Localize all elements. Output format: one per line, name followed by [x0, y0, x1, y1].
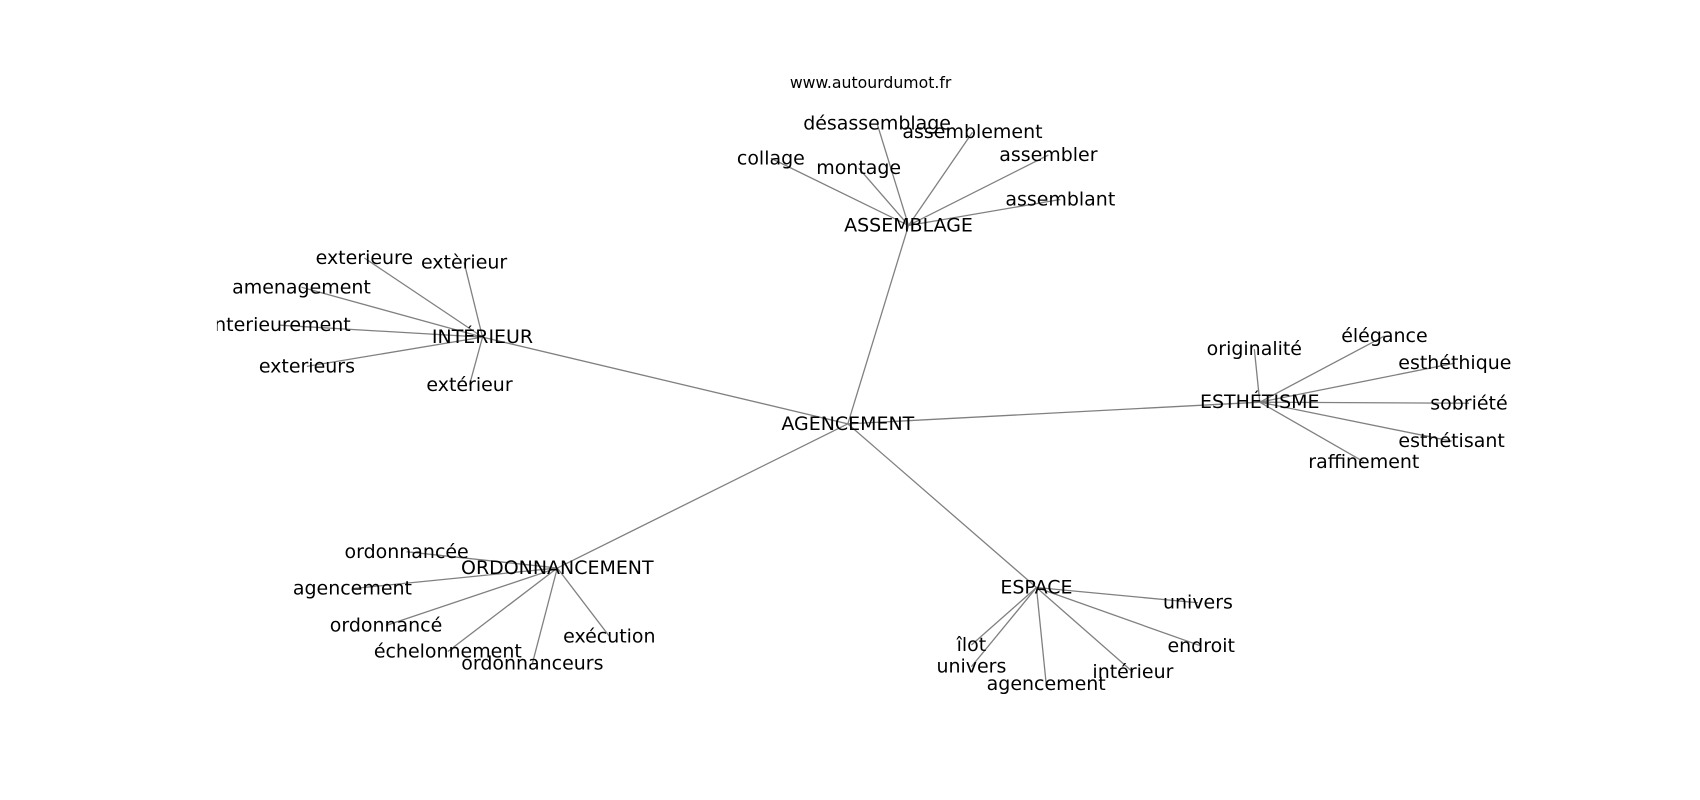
leaf-node-label: univers	[1163, 592, 1233, 614]
leaf-node-label: ordonnancé	[330, 614, 443, 636]
cluster-node-label: ESPACE	[1000, 577, 1072, 599]
edge-esthetisme-leaf	[1259, 335, 1385, 403]
leaf-node-label: extèrieur	[421, 251, 507, 273]
edge-espace-leaf	[1036, 587, 1134, 673]
leaf-node-label: désassemblage	[803, 113, 951, 135]
leaf-node-label: agencement	[987, 673, 1106, 695]
root-node-label: AGENCEMENT	[781, 413, 914, 435]
cluster-node-label: ASSEMBLAGE	[844, 214, 973, 236]
edge-esthetisme-leaf	[1259, 401, 1365, 463]
edge-root-interieur	[482, 336, 848, 425]
edge-root-ordonnancement	[557, 423, 849, 569]
cluster-node-label: ORDONNANCEMENT	[461, 557, 654, 579]
edge-interieur-leaf	[279, 324, 483, 338]
edge-interieur-leaf	[468, 336, 484, 385]
leaf-node-label: originalité	[1207, 338, 1302, 360]
leaf-node-label: interieurement	[209, 314, 351, 336]
edge-ordonnancement-leaf	[447, 567, 558, 653]
leaf-node-label: élégance	[1341, 325, 1427, 347]
edge-esthetisme-leaf	[1253, 348, 1261, 403]
edge-interieur-leaf	[301, 286, 483, 338]
edge-ordonnancement-leaf	[385, 567, 558, 627]
leaf-node-label: assemblement	[902, 121, 1042, 143]
edge-root-assemblage	[847, 225, 910, 425]
edge-espace-leaf	[1036, 586, 1202, 647]
edge-assemblage-leaf	[908, 131, 974, 226]
cluster-node-label: ESTHÉTISME	[1200, 390, 1319, 413]
edge-espace-leaf	[970, 587, 1037, 668]
edge-esthetisme-leaf	[1259, 401, 1469, 404]
leaf-node-label: raffinement	[1308, 451, 1419, 473]
edge-interieur-leaf	[364, 257, 483, 338]
edge-espace-leaf	[1036, 586, 1199, 604]
edges	[279, 123, 1469, 685]
leaf-node-label: collage	[737, 147, 805, 169]
edge-espace-leaf	[1035, 587, 1047, 685]
edge-ordonnancement-leaf	[406, 551, 558, 569]
leaf-node-label: assemblant	[1005, 188, 1115, 210]
leaf-node-label: esthéthique	[1398, 352, 1511, 374]
leaf-node-label: îlot	[956, 634, 987, 656]
edge-assemblage-leaf	[858, 167, 910, 226]
edge-interieur-leaf	[463, 262, 484, 338]
edge-ordonnancement-leaf	[556, 567, 610, 637]
edge-assemblage-leaf	[908, 198, 1061, 227]
leaf-node-label: intérieur	[1092, 661, 1173, 683]
edge-espace-leaf	[970, 587, 1037, 646]
leaf-node-label: sobriété	[1430, 392, 1507, 414]
leaf-node-label: échelonnement	[374, 640, 522, 662]
edge-assemblage-leaf	[908, 154, 1049, 227]
edge-esthetisme-leaf	[1259, 362, 1456, 403]
leaf-node-label: ordonnanceurs	[461, 652, 603, 674]
leaf-node-label: ordonnancée	[345, 541, 469, 563]
leaf-node-label: agencement	[293, 578, 412, 600]
edge-assemblage-leaf	[770, 157, 909, 227]
leaf-node-label: esthétisant	[1398, 430, 1504, 452]
leaf-node-label: univers	[936, 656, 1006, 678]
leaf-node-label: amenagement	[232, 276, 371, 298]
leaf-node-label: exterieure	[316, 247, 413, 269]
leaf-node-label: exécution	[563, 625, 655, 647]
leaf-node-label: exterieurs	[259, 355, 355, 377]
edge-root-esthetisme	[847, 401, 1260, 425]
edge-assemblage-leaf	[876, 123, 910, 226]
watermark: www.autourdumot.fr	[790, 73, 952, 92]
edge-interieur-leaf	[306, 336, 483, 368]
edge-ordonnancement-leaf	[352, 567, 558, 590]
cluster-node-label: INTÉRIEUR	[432, 325, 533, 348]
edge-esthetisme-leaf	[1259, 401, 1452, 442]
leaf-node-label: assembler	[999, 144, 1098, 166]
leaf-node-label: endroit	[1168, 635, 1235, 657]
labels: AGENCEMENTASSEMBLAGEdésassemblageassembl…	[209, 113, 1512, 695]
leaf-node-label: montage	[816, 157, 901, 179]
edge-root-espace	[847, 423, 1037, 589]
leaf-node-label: extérieur	[426, 374, 512, 396]
edge-ordonnancement-leaf	[531, 567, 558, 664]
